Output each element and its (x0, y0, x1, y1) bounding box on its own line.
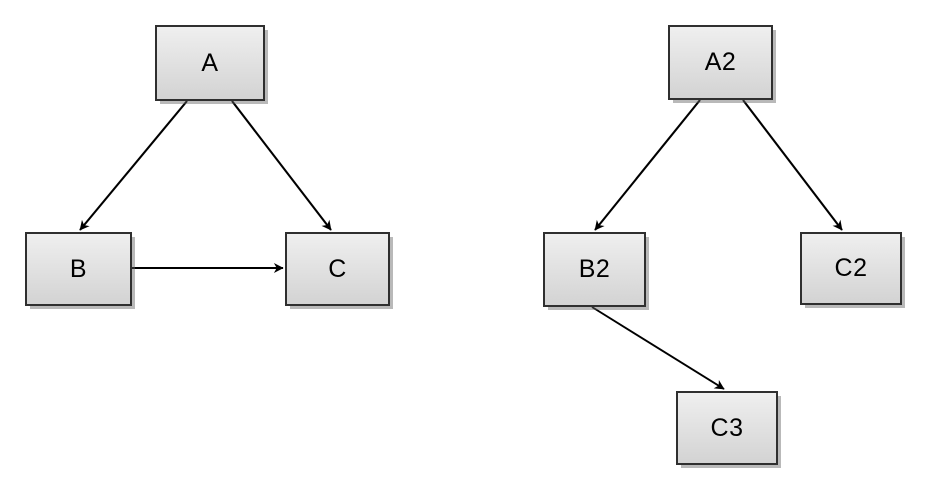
node-c2-label: C2 (834, 254, 868, 282)
node-c-label: C (328, 254, 347, 283)
node-b2[interactable]: B2 (543, 232, 646, 307)
node-b-label: B (69, 254, 88, 283)
edge-a2-to-c2[interactable] (742, 99, 843, 231)
edge-b2-to-c3[interactable] (591, 306, 725, 390)
node-a[interactable]: A (155, 25, 265, 101)
edge-a-to-c[interactable] (231, 100, 332, 231)
node-b[interactable]: B (25, 232, 132, 306)
edge-a-to-b[interactable] (79, 100, 188, 231)
node-a2-label: A2 (704, 48, 737, 76)
node-b2-label: B2 (578, 255, 611, 283)
node-c3-label: C3 (710, 413, 744, 442)
node-c[interactable]: C (285, 232, 390, 306)
node-c2[interactable]: C2 (800, 232, 902, 305)
node-a-label: A (201, 48, 219, 77)
node-c3[interactable]: C3 (676, 391, 778, 465)
node-a2[interactable]: A2 (668, 25, 773, 100)
edge-a2-to-b2[interactable] (594, 99, 701, 231)
